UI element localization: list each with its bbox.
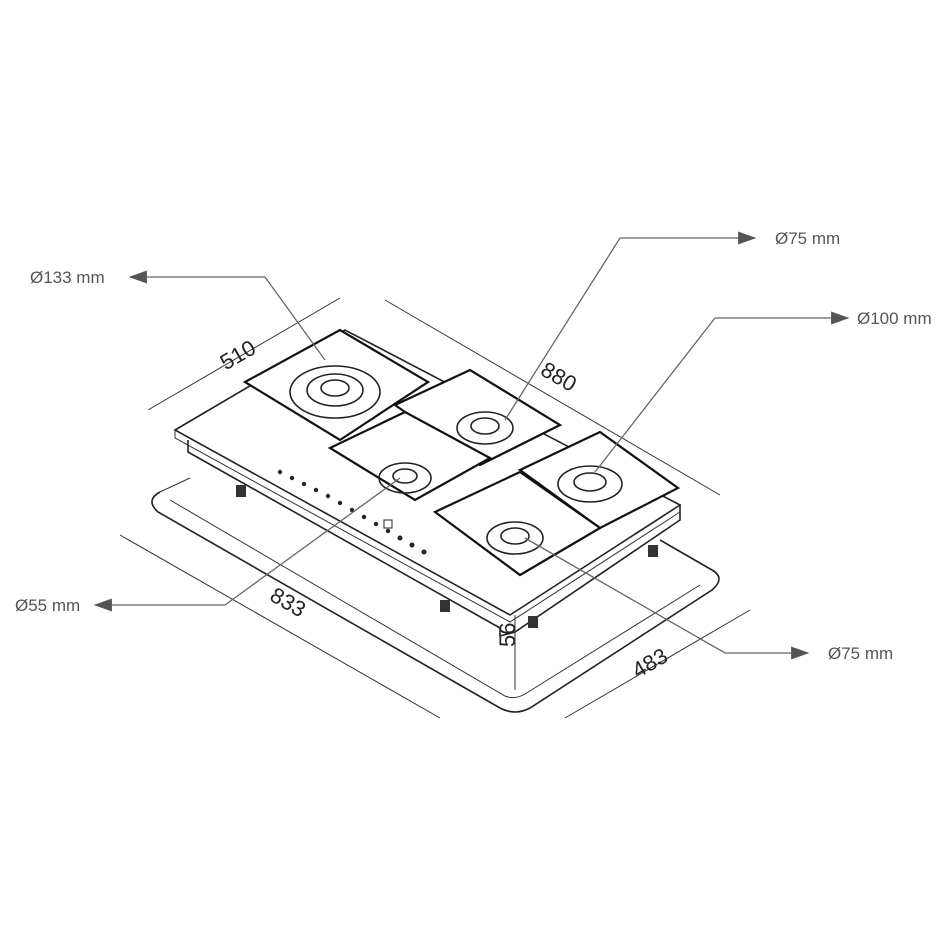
dimension-lines [119,297,751,719]
label-rear-middle-burner: Ø75 mm [775,229,840,248]
dim-cutout-width: 833 [266,582,310,622]
dim-height: 56 [495,623,520,647]
label-wok-burner: Ø133 mm [30,268,105,287]
foot [236,485,246,497]
dim-depth-top: 510 [216,335,260,375]
foot [528,616,538,628]
control-knobs [277,469,427,555]
burners [289,365,623,555]
label-front-right-burner: Ø75 mm [828,644,893,663]
label-front-left-burner: Ø55 mm [15,596,80,615]
label-rear-right-burner: Ø100 mm [857,309,932,328]
grates [242,328,681,577]
foot [648,545,658,557]
leader-lines [93,231,850,660]
dim-width-top: 880 [537,357,581,397]
foot [440,600,450,612]
cutout-frame [151,477,720,713]
